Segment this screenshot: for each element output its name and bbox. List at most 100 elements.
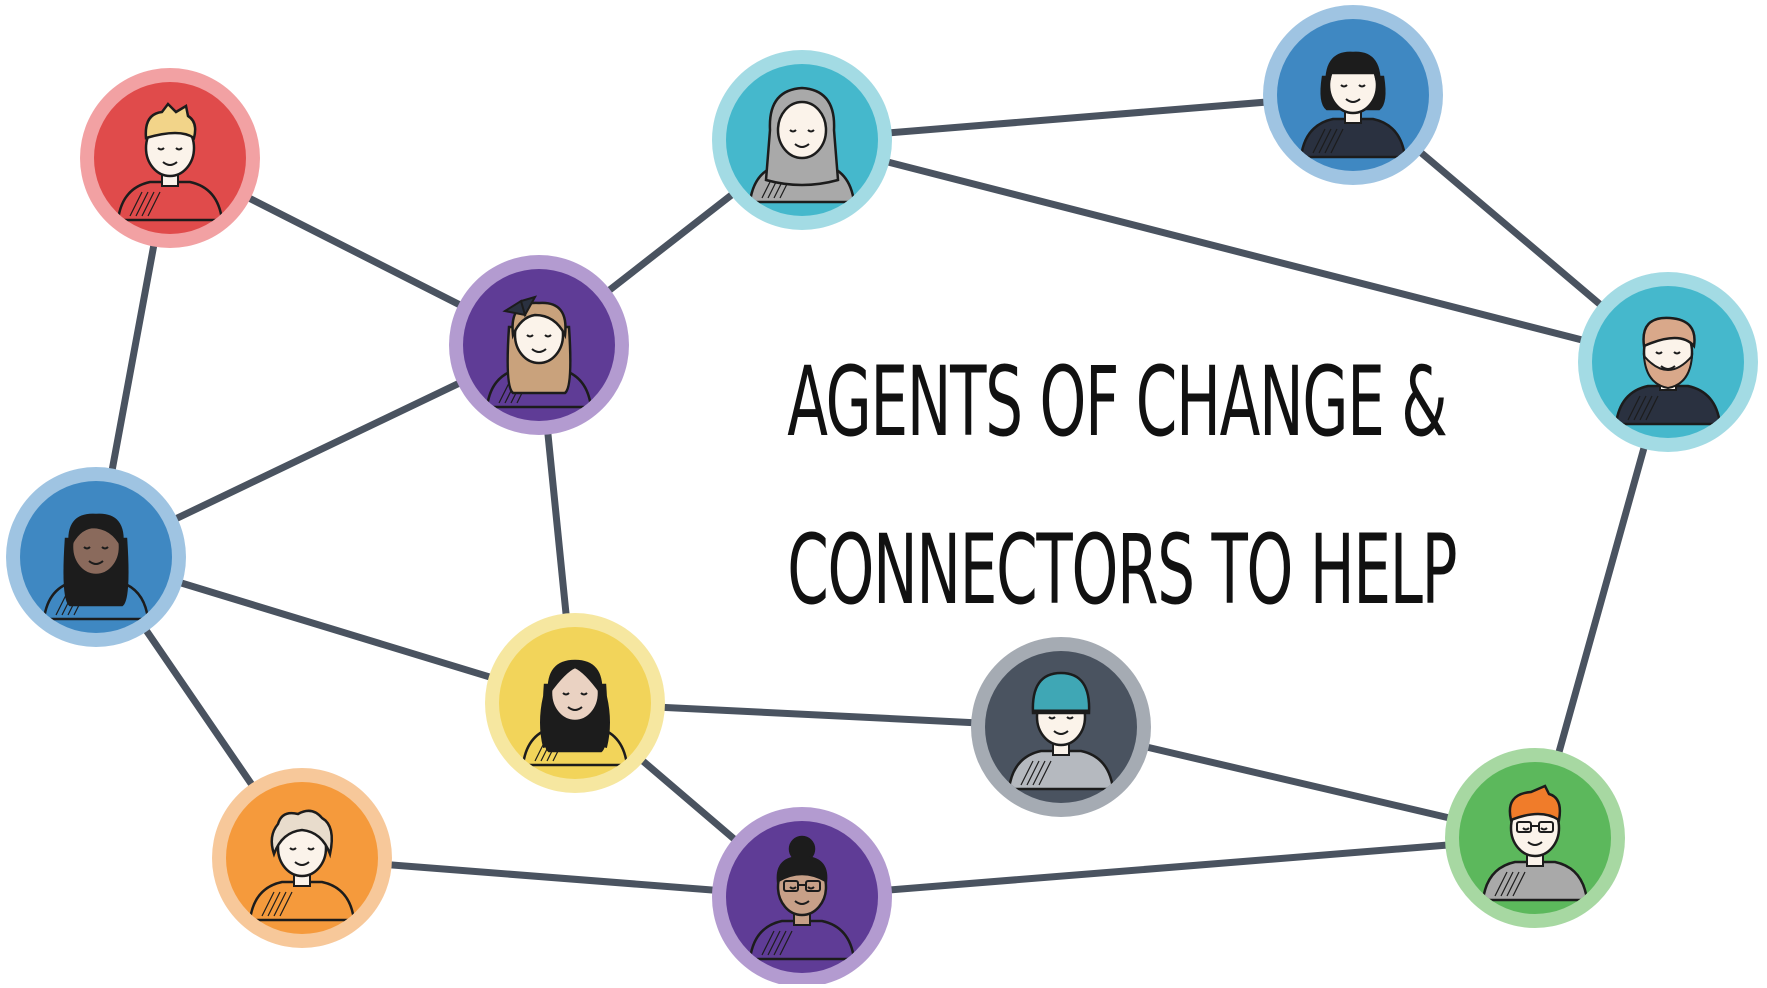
node-curly-person xyxy=(212,768,392,948)
shirt xyxy=(116,180,224,222)
shirt-hatch xyxy=(773,930,787,956)
hair xyxy=(1325,51,1381,92)
person-nodes xyxy=(6,5,1758,987)
eye-left xyxy=(1048,716,1056,720)
shirt-hatch xyxy=(147,191,161,217)
beard xyxy=(1642,353,1694,390)
mouth xyxy=(1053,730,1069,735)
shirt-hatch xyxy=(1512,871,1526,897)
mouth xyxy=(294,861,310,866)
shirt-hatch xyxy=(1633,395,1647,421)
shirt xyxy=(748,919,856,961)
connection-bun-glasses-person-glasses-ginger-person xyxy=(798,834,1539,901)
node-purple-bow-person xyxy=(449,255,629,435)
eye-right xyxy=(1540,827,1548,831)
shirt-hatch xyxy=(1318,128,1332,154)
mouth xyxy=(1660,365,1676,370)
shirt-hatch xyxy=(1627,395,1641,421)
person-illustration xyxy=(1007,671,1115,791)
eye-left xyxy=(526,334,534,338)
person-illustration xyxy=(248,809,356,922)
node-bearded-person xyxy=(1578,272,1758,452)
node-hijab-person xyxy=(712,50,892,230)
person-illustration xyxy=(42,513,150,621)
shirt xyxy=(1299,117,1407,159)
hair xyxy=(1031,671,1091,715)
node-beanie-person xyxy=(971,637,1151,817)
braid-left xyxy=(540,696,551,748)
mouth xyxy=(88,560,104,565)
person-illustration xyxy=(485,295,593,409)
diagram-title: AGENTS OF CHANGE & CONNECTORS TO HELP xyxy=(787,318,1457,654)
shirt-hatch xyxy=(1506,871,1520,897)
eye-right xyxy=(1673,351,1681,355)
mouth xyxy=(162,161,178,166)
person-illustration xyxy=(1299,51,1407,159)
shirt-hatch xyxy=(761,930,775,956)
mouth xyxy=(567,706,583,711)
hair xyxy=(1642,316,1696,349)
shirt xyxy=(1007,749,1115,791)
eye-left xyxy=(83,546,91,550)
eye-right xyxy=(807,129,815,133)
shirt xyxy=(248,880,356,922)
title-line-2: CONNECTORS TO HELP xyxy=(787,514,1457,626)
eye-right xyxy=(544,334,552,338)
eye-right xyxy=(1358,84,1366,88)
shirt-hatch xyxy=(267,891,281,917)
face xyxy=(776,100,828,160)
shirt-hatch xyxy=(1324,128,1338,154)
eye-left xyxy=(1655,351,1663,355)
shirt-hatch xyxy=(1032,760,1046,786)
eye-left xyxy=(289,847,297,851)
eye-right xyxy=(101,546,109,550)
shirt-hatch xyxy=(779,930,793,956)
shirt-hatch xyxy=(1330,128,1344,154)
shirt-hatch xyxy=(1038,760,1052,786)
node-bun-glasses-person xyxy=(712,807,892,987)
hair xyxy=(1508,784,1562,823)
hair-bow xyxy=(502,295,538,318)
braid-right xyxy=(599,696,610,748)
shirt-hatch xyxy=(261,891,275,917)
person-illustration xyxy=(1481,784,1589,902)
mouth xyxy=(794,900,810,905)
node-braids-person xyxy=(485,613,665,793)
eye-right xyxy=(175,147,183,151)
shirt-hatch xyxy=(1026,760,1040,786)
title-line-1: AGENTS OF CHANGE & xyxy=(787,346,1448,458)
person-illustration xyxy=(521,659,629,767)
hair xyxy=(547,659,603,697)
eye-right xyxy=(580,692,588,696)
shirt xyxy=(1614,384,1722,426)
shirt-hatch xyxy=(1494,871,1508,897)
eye-left xyxy=(157,147,165,151)
node-dreadlocks-person xyxy=(6,467,186,647)
eye-left xyxy=(1340,84,1348,88)
hair xyxy=(144,102,197,141)
hair xyxy=(68,513,124,552)
node-bob-hair-person xyxy=(1263,5,1443,185)
shirt-hatch xyxy=(129,191,143,217)
eye-left xyxy=(562,692,570,696)
mouth xyxy=(794,143,810,148)
eye-right xyxy=(807,886,815,890)
shirt-hatch xyxy=(279,891,293,917)
shirt xyxy=(1481,860,1589,902)
shirt-hatch xyxy=(1020,760,1034,786)
mouth xyxy=(531,348,547,353)
hair xyxy=(776,855,828,884)
eye-left xyxy=(1522,827,1530,831)
shirt-hatch xyxy=(1312,128,1326,154)
shirt-hatch xyxy=(767,930,781,956)
mouth xyxy=(1527,841,1543,846)
person-illustration xyxy=(1614,316,1722,426)
connection-hijab-person-bearded-person xyxy=(798,136,1672,366)
person-illustration xyxy=(116,102,224,222)
shirt-hatch xyxy=(135,191,149,217)
node-red-person xyxy=(80,68,260,248)
eye-right xyxy=(1066,716,1074,720)
shirt-hatch xyxy=(1645,395,1659,421)
